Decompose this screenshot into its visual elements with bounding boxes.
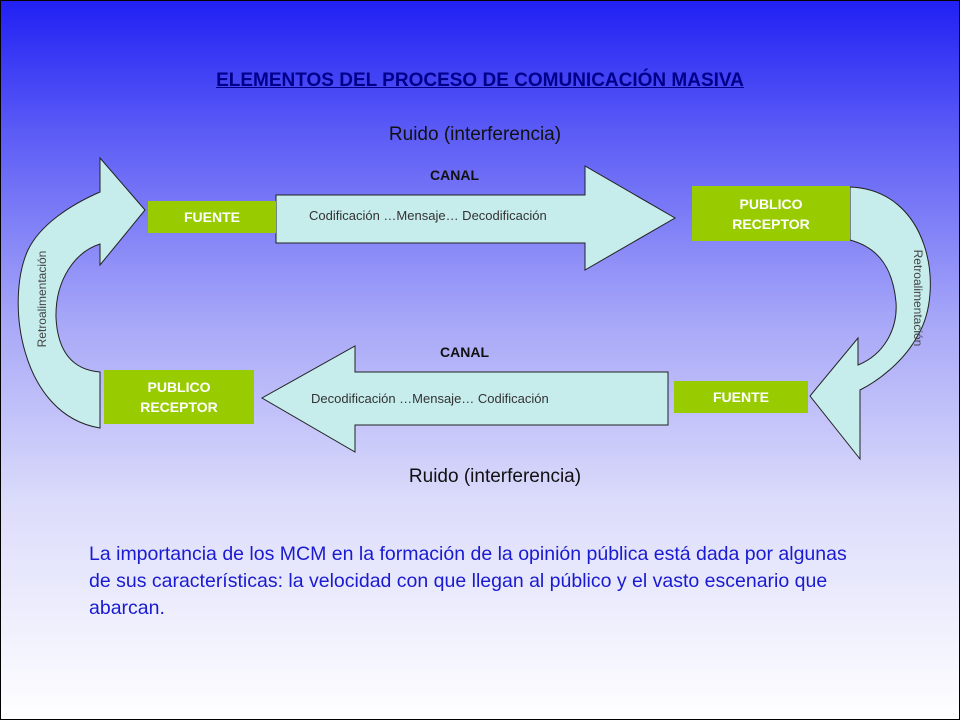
- bottom-message-text: Decodificación …Mensaje… Codificación: [311, 391, 549, 406]
- left-feedback-arrow: [17, 156, 146, 429]
- right-feedback-label: Retroalimentación: [911, 249, 925, 347]
- bottom-source-label: FUENTE: [713, 389, 769, 405]
- bottom-channel-label: CANAL: [440, 344, 489, 360]
- noise-label-bottom: Ruido (interferencia): [408, 466, 582, 487]
- body-paragraph: La importancia de los MCM en la formació…: [89, 543, 847, 619]
- right-feedback-arrow: [809, 186, 931, 461]
- top-channel-label: CANAL: [430, 167, 479, 183]
- top-receiver-box: PUBLICO RECEPTOR: [692, 186, 850, 241]
- bottom-channel-arrow: [260, 345, 669, 453]
- left-feedback-label: Retroalimentación: [35, 250, 49, 348]
- top-source-label: FUENTE: [184, 209, 240, 225]
- bottom-receiver-box: PUBLICO RECEPTOR: [104, 370, 254, 424]
- bottom-receiver-line2: RECEPTOR: [140, 399, 218, 415]
- top-receiver-line2: RECEPTOR: [732, 215, 810, 232]
- top-message-text: Codificación …Mensaje… Decodificación: [309, 208, 547, 223]
- noise-label-top: Ruido (interferencia): [388, 124, 562, 145]
- top-source-box: FUENTE: [148, 201, 276, 233]
- top-receiver-line1: PUBLICO: [739, 195, 803, 212]
- slide-title: ELEMENTOS DEL PROCESO DE COMUNICACIÓN MA…: [216, 70, 744, 91]
- bottom-source-box: FUENTE: [674, 381, 808, 413]
- top-channel-arrow: [275, 165, 676, 271]
- bottom-receiver-line1: PUBLICO: [147, 379, 211, 395]
